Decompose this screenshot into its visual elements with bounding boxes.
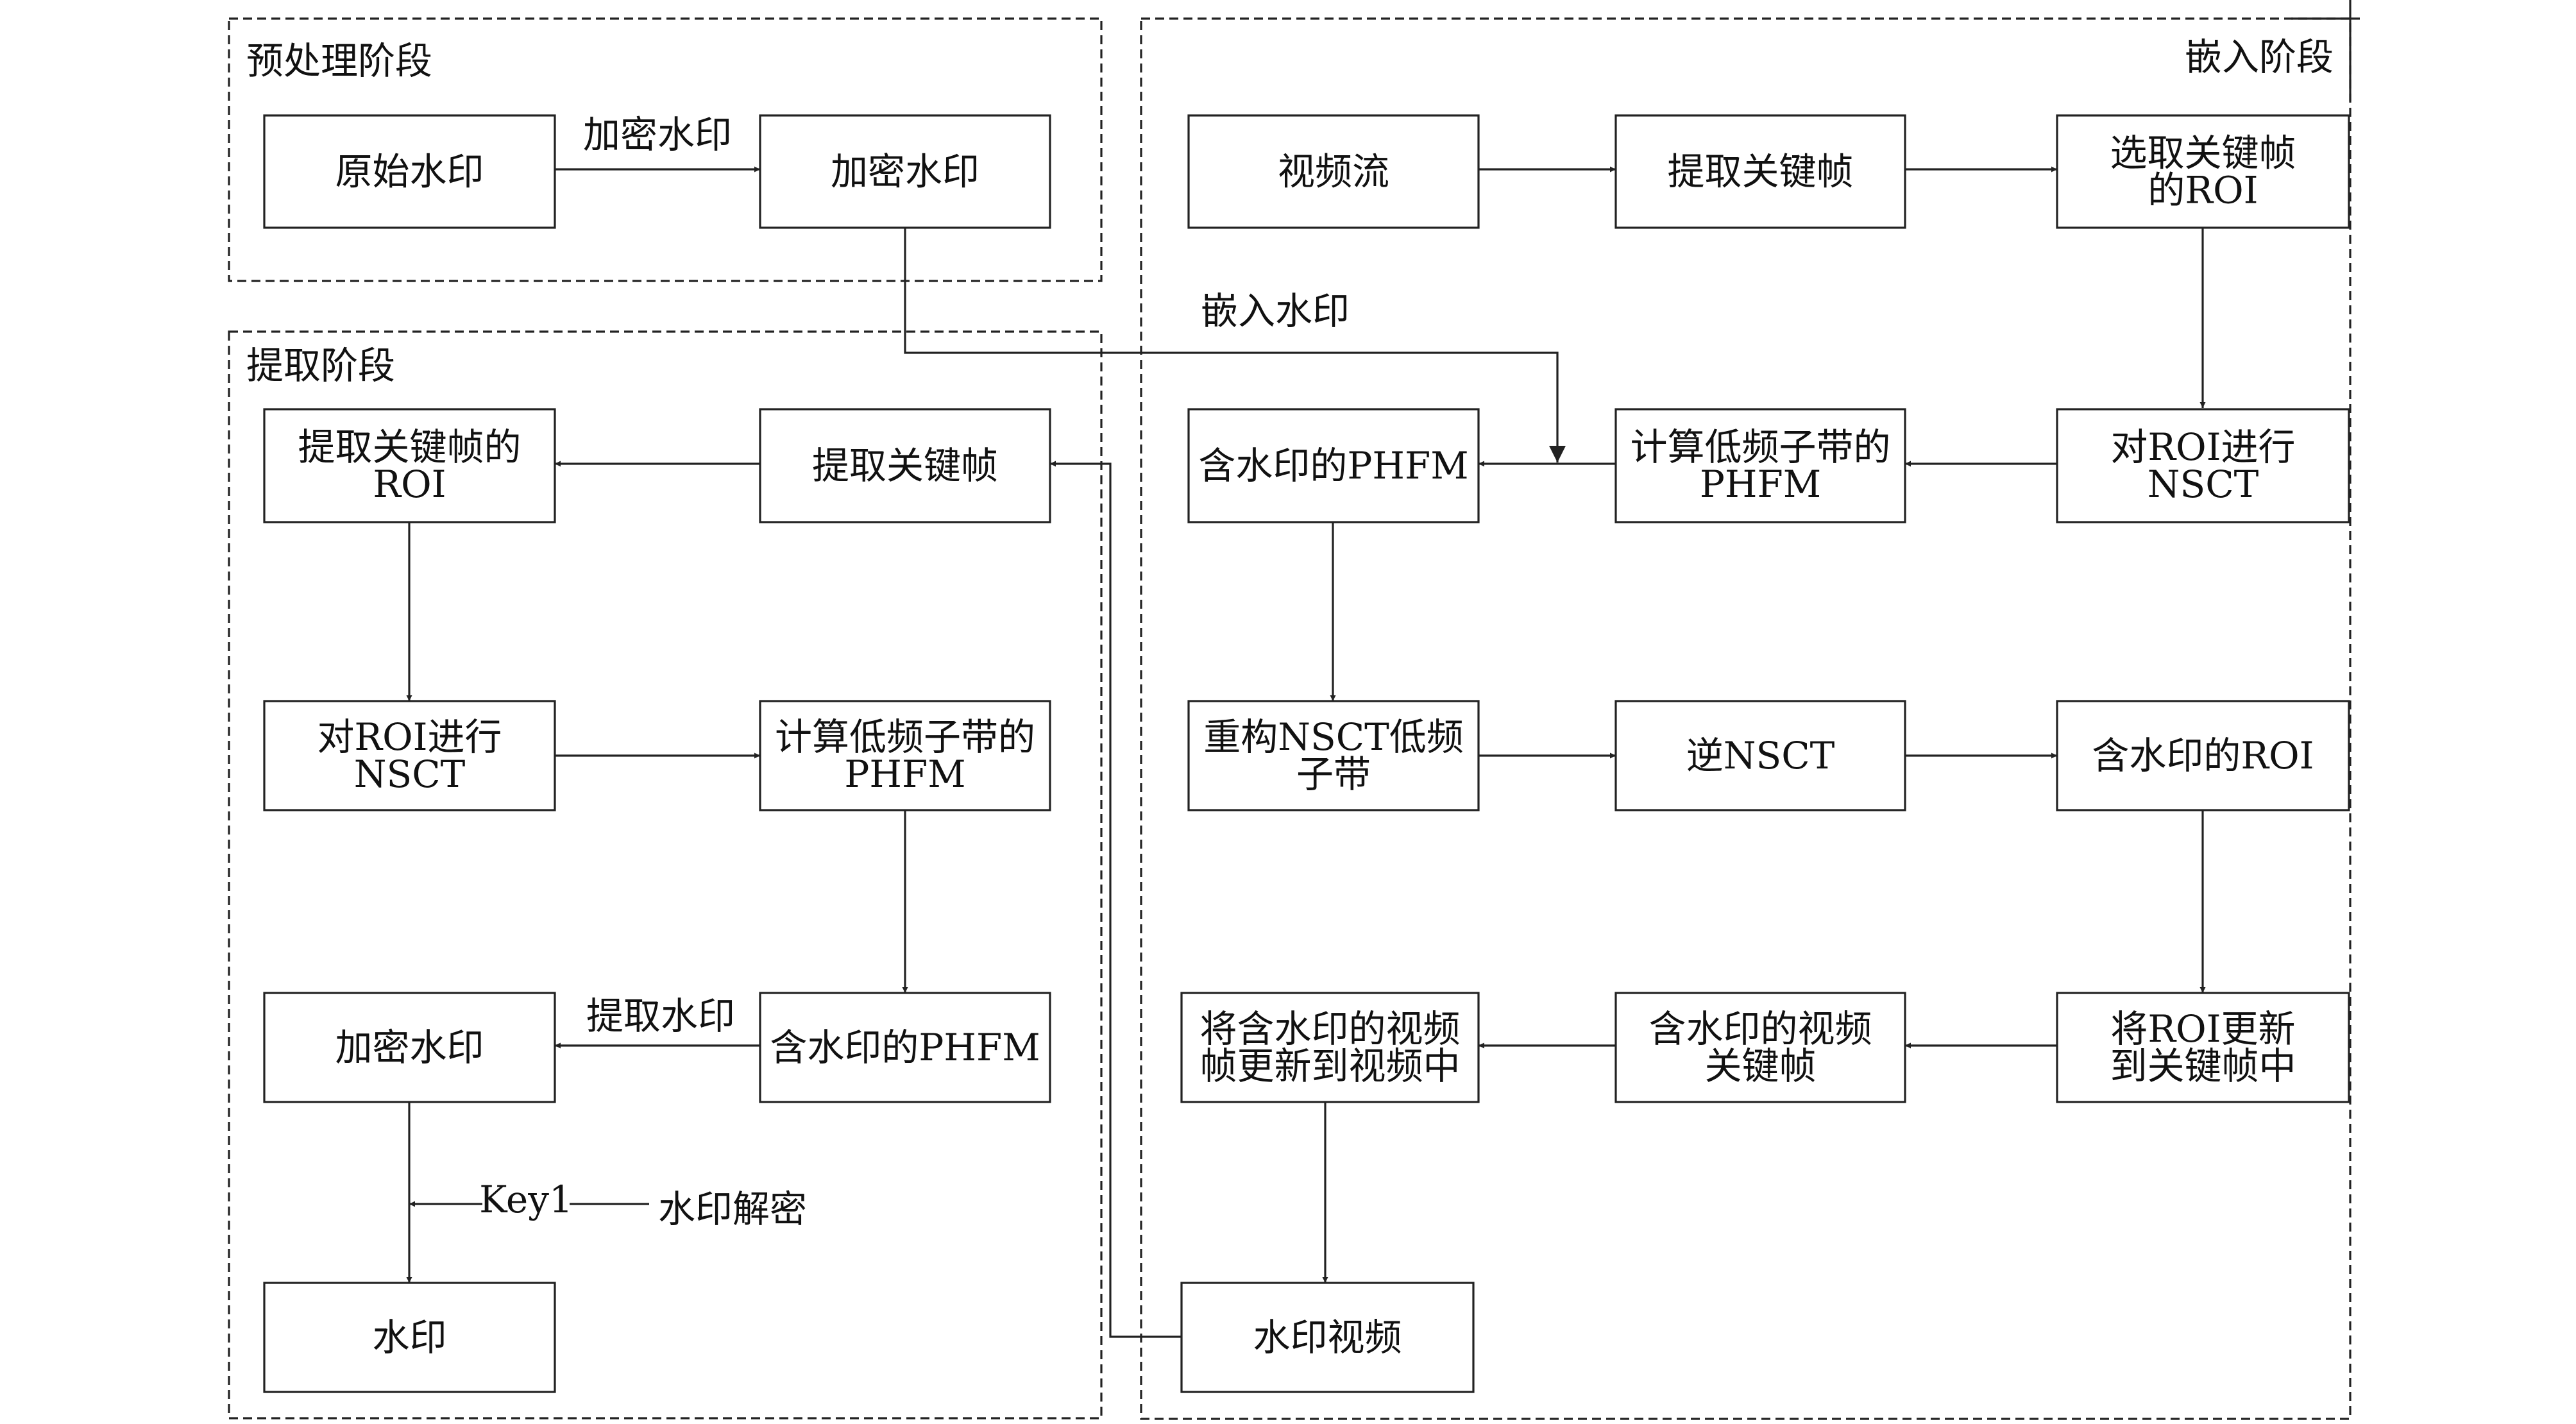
box-frame: [2056, 114, 2350, 229]
box-text-line: 含水印的视频: [1648, 1007, 1872, 1051]
box-text-line: 逆NSCT: [1686, 734, 1835, 777]
box-text-line: 含水印的PHFM: [1198, 444, 1468, 487]
edge-label-embed: 嵌入水印: [1201, 289, 1350, 333]
box-text-line: 原始水印: [335, 150, 484, 194]
preprocess-region-label: 预处理阶段: [246, 39, 432, 83]
box-text-line: 含水印的ROI: [2092, 734, 2314, 777]
box-text-line: 对ROI进行: [2110, 425, 2295, 469]
box-text-line: 提取关键帧: [1667, 150, 1853, 194]
box-frame: [759, 992, 1051, 1103]
box-video-stream: 视频流: [1187, 114, 1480, 229]
box-frame: [2056, 408, 2350, 523]
box-wm-phfm-embed: 含水印的PHFM: [1187, 408, 1480, 523]
box-frame: [1614, 408, 1906, 523]
box-extract-keyframe: 提取关键帧: [759, 408, 1051, 523]
box-frame: [1187, 700, 1480, 811]
box-frame: [1180, 992, 1480, 1103]
box-wm-roi: 含水印的ROI: [2056, 700, 2350, 811]
box-text-line: 含水印的PHFM: [770, 1026, 1040, 1069]
extract-region-label: 提取阶段: [246, 344, 395, 387]
box-text-line: 加密水印: [831, 150, 979, 194]
box-text-line: 水印视频: [1253, 1316, 1402, 1359]
edge-label-decrypt: 水印解密: [658, 1187, 807, 1231]
box-frame: [2056, 700, 2350, 811]
box-text-line: ROI: [373, 462, 446, 506]
box-text-line: 将ROI更新: [2110, 1007, 2295, 1051]
box-frame: [263, 992, 556, 1103]
box-text-line: PHFM: [844, 752, 965, 796]
box-text-line: 提取关键帧: [812, 444, 998, 487]
box-frame: [263, 114, 556, 229]
extract-region: [228, 330, 1103, 1420]
box-text-line: NSCT: [2148, 462, 2259, 506]
preprocess-region: [228, 17, 1103, 282]
box-text-line: 计算低频子带的: [1630, 425, 1890, 469]
box-text-line: 帧更新到视频中: [1199, 1044, 1460, 1088]
embed-region-label: 嵌入阶段: [2185, 35, 2334, 79]
box-text-line: 选取关键帧: [2110, 131, 2296, 175]
edge-label-key: Key1: [479, 1178, 573, 1221]
box-text-line: NSCT: [354, 752, 466, 796]
box-text-line: 关键帧: [1704, 1044, 1816, 1088]
arrow-encrypted-to-embed: [904, 228, 1566, 462]
box-inverse-nsct: 逆NSCT: [1614, 700, 1906, 811]
box-wm-video: 水印视频: [1180, 1282, 1475, 1393]
box-frame: [2056, 992, 2350, 1103]
box-embed-extract-keyframe: 提取关键帧: [1614, 114, 1906, 229]
embed-region: [1140, 17, 2351, 1420]
box-text-line: 到关键帧中: [2110, 1044, 2296, 1088]
box-frame: [263, 700, 556, 811]
box-text-line: 对ROI进行: [317, 715, 502, 759]
arrow-wmvideo-to-extract: [1050, 461, 1182, 1338]
box-text-line: 视频流: [1278, 150, 1389, 194]
box-text-line: 子带: [1296, 752, 1371, 796]
box-frame: [1187, 408, 1480, 523]
box-text-line: 的ROI: [2148, 169, 2258, 212]
connector-group: [406, 166, 2206, 1338]
box-frame: [1614, 114, 1906, 229]
box-text-line: 加密水印: [335, 1026, 484, 1069]
box-encrypted-wm-extract: 加密水印: [263, 992, 556, 1103]
edge-label-encrypt: 加密水印: [583, 113, 732, 157]
box-wm-phfm-extract: 含水印的PHFM: [759, 992, 1051, 1103]
box-encrypted-wm-pre: 加密水印: [759, 114, 1051, 229]
box-frame: [263, 1282, 556, 1393]
box-text-line: 计算低频子带的: [775, 715, 1035, 759]
box-frame: [1614, 700, 1906, 811]
box-text-line: 提取关键帧的: [298, 425, 521, 469]
box-frame: [759, 700, 1051, 811]
box-text-line: 水印: [372, 1316, 446, 1359]
box-text-line: 将含水印的视频: [1199, 1007, 1460, 1051]
box-frame: [1614, 992, 1906, 1103]
edge-label-extract: 提取水印: [586, 994, 735, 1038]
box-text-line: PHFM: [1700, 462, 1821, 506]
box-watermark: 水印: [263, 1282, 556, 1393]
box-frame: [759, 408, 1051, 523]
box-frame: [759, 114, 1051, 229]
box-original-wm: 原始水印: [263, 114, 556, 229]
box-frame: [1187, 114, 1480, 229]
box-frame: [263, 408, 556, 523]
box-text-line: 重构NSCT低频: [1203, 715, 1464, 759]
box-frame: [1180, 1282, 1475, 1393]
